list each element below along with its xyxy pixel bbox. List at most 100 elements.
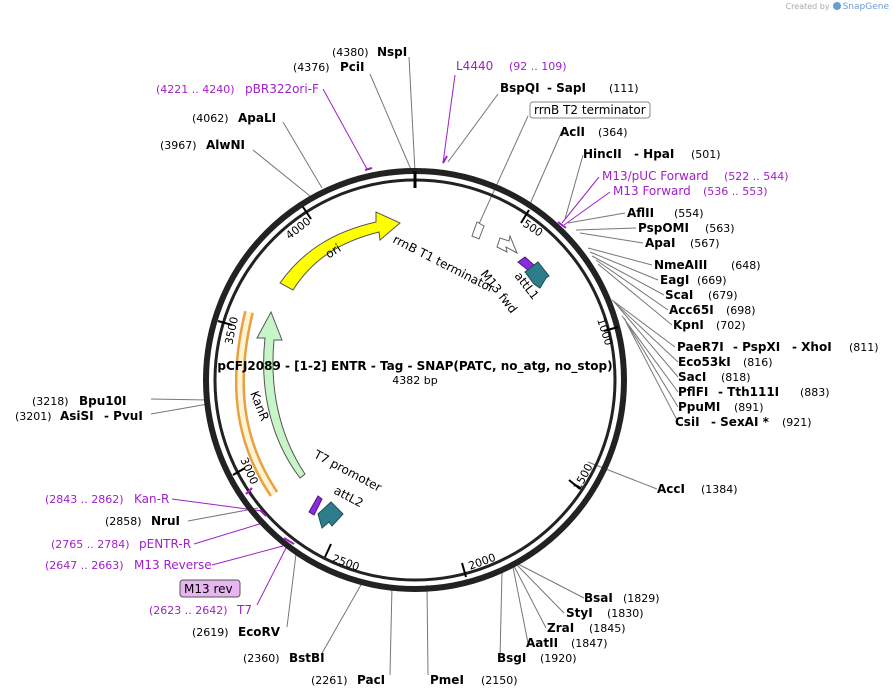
- nmeaiii-label[interactable]: NmeAIII: [654, 258, 707, 272]
- xhoi-label[interactable]: - XhoI: [792, 340, 832, 354]
- pflfi-pos: (883): [800, 386, 830, 399]
- nspi-label[interactable]: NspI: [377, 45, 407, 59]
- t7-site: [308, 495, 323, 516]
- eco53ki-label[interactable]: Eco53kI: [678, 355, 731, 369]
- t7-range: (2623 .. 2642): [149, 604, 228, 617]
- m13-rev-label: M13 rev: [184, 582, 233, 596]
- styi-label[interactable]: StyI: [566, 606, 593, 620]
- bsgi-pos: (1920): [540, 652, 577, 665]
- aatii-label[interactable]: AatII: [526, 636, 558, 650]
- bsai-pos: (1829): [623, 592, 660, 605]
- kpni-label[interactable]: KpnI: [673, 318, 704, 332]
- alwni-label[interactable]: AlwNI: [206, 138, 245, 152]
- afiii-label[interactable]: AflII: [627, 206, 654, 220]
- acci-label[interactable]: AccI: [657, 482, 685, 496]
- pbr322-label[interactable]: pBR322ori-F: [245, 82, 319, 96]
- tth111i-label[interactable]: - Tth111I: [718, 385, 779, 399]
- scai-pos: (679): [708, 289, 738, 302]
- enzyme-labels: (4380) NspI (4376) PciI (4062) ApaLI (39…: [15, 45, 879, 687]
- csii-label[interactable]: CsiI: [675, 415, 700, 429]
- styi-pos: (1830): [607, 607, 644, 620]
- saci-pos: (818): [721, 371, 751, 384]
- hpai-label[interactable]: - HpaI: [634, 147, 674, 161]
- csii-pos: (921): [782, 416, 812, 429]
- hincii-pos: (501): [691, 148, 721, 161]
- plasmid-size: 4382 bp: [392, 374, 437, 387]
- position-ticks: [217, 206, 619, 578]
- kanr-feature: [256, 310, 306, 479]
- acli-label[interactable]: AclI: [560, 125, 585, 139]
- bpu10i-pos: (3218): [32, 395, 69, 408]
- credit-text: Created by: [785, 2, 830, 11]
- asisi-label[interactable]: AsiSI: [60, 409, 94, 423]
- pspxi-label[interactable]: - PspXI: [733, 340, 780, 354]
- pentrr-label[interactable]: pENTR-R: [139, 537, 191, 551]
- ecorv-pos: (2619): [192, 626, 229, 639]
- m13r-label[interactable]: M13 Reverse: [134, 558, 212, 572]
- eagi-pos: (669): [697, 274, 727, 287]
- nrui-label[interactable]: NruI: [151, 514, 180, 528]
- bsgi-label[interactable]: BsgI: [497, 651, 526, 665]
- m13puc-range: (522 .. 544): [724, 170, 789, 183]
- t7-label[interactable]: T7: [236, 603, 252, 617]
- nmeaiii-pos: (648): [731, 259, 761, 272]
- pspomi-label[interactable]: PspOMI: [638, 221, 689, 235]
- attl2-arrow: [317, 501, 344, 529]
- tick-500: 500: [520, 217, 545, 239]
- acc65i-label[interactable]: Acc65I: [669, 303, 714, 317]
- pbr322-range: (4221 .. 4240): [156, 83, 235, 96]
- tick-1000: 1000: [594, 316, 615, 347]
- hincii-label[interactable]: HincII: [583, 147, 622, 161]
- pcii-pos: (4376): [293, 61, 330, 74]
- kanr-primer-label[interactable]: Kan-R: [134, 492, 169, 506]
- alwni-pos: (3967): [160, 139, 197, 152]
- m13r-range: (2647 .. 2663): [45, 559, 124, 572]
- apali-pos: (4062): [192, 112, 229, 125]
- acci-pos: (1384): [701, 483, 738, 496]
- pcii-label[interactable]: PciI: [340, 60, 365, 74]
- apai-pos: (567): [690, 237, 720, 250]
- l4440-label[interactable]: L4440: [456, 59, 493, 73]
- bstbi-label[interactable]: BstBI: [289, 651, 325, 665]
- tick-3500: 3500: [222, 316, 241, 346]
- rrnb-t2-arrow: [471, 221, 485, 240]
- eco53ki-pos: (816): [743, 356, 773, 369]
- pvui-label[interactable]: - PvuI: [104, 409, 143, 423]
- pmei-label[interactable]: PmeI: [430, 673, 464, 687]
- bsai-label[interactable]: BsaI: [584, 591, 613, 605]
- kpni-pos: (702): [716, 319, 746, 332]
- m13f-range: (536 .. 553): [703, 185, 768, 198]
- sexai-label[interactable]: - SexAI *: [711, 415, 770, 429]
- attl2-label: attL2: [332, 483, 366, 510]
- m13puc-label[interactable]: M13/pUC Forward: [602, 169, 709, 183]
- eagi-label[interactable]: EagI: [660, 273, 689, 287]
- ecorv-label[interactable]: EcoRV: [238, 625, 281, 639]
- sapi-label[interactable]: - SapI: [547, 81, 586, 95]
- paer7i-label[interactable]: PaeR7I: [677, 340, 724, 354]
- paci-label[interactable]: PacI: [357, 673, 385, 687]
- bspqi-pos: (111): [609, 82, 639, 95]
- apali-label[interactable]: ApaLI: [238, 111, 276, 125]
- rrnb-t1-label: rrnB T1 terminator: [391, 232, 497, 295]
- snapgene-logo-icon: [832, 2, 841, 10]
- kanr-outline-inner: [237, 311, 277, 496]
- zrai-label[interactable]: ZraI: [547, 621, 574, 635]
- m13-rev-box[interactable]: [179, 579, 241, 598]
- rrnb-t2-leader: [477, 115, 529, 227]
- m13f-label[interactable]: M13 Forward: [613, 184, 691, 198]
- nspi-pos: (4380): [332, 46, 369, 59]
- asisi-pos: (3201): [15, 410, 52, 423]
- saci-label[interactable]: SacI: [678, 370, 706, 384]
- bpu10i-label[interactable]: Bpu10I: [79, 394, 126, 408]
- bstbi-pos: (2360): [243, 652, 280, 665]
- scai-label[interactable]: ScaI: [665, 288, 693, 302]
- aatii-pos: (1847): [571, 637, 608, 650]
- primer-leaders: [171, 74, 611, 606]
- pflfi-label[interactable]: PflFI: [678, 385, 708, 399]
- pspomi-pos: (563): [705, 222, 735, 235]
- ppumi-label[interactable]: PpuMI: [678, 400, 720, 414]
- apai-label[interactable]: ApaI: [645, 236, 675, 250]
- bspqi-label[interactable]: BspQI: [500, 81, 540, 95]
